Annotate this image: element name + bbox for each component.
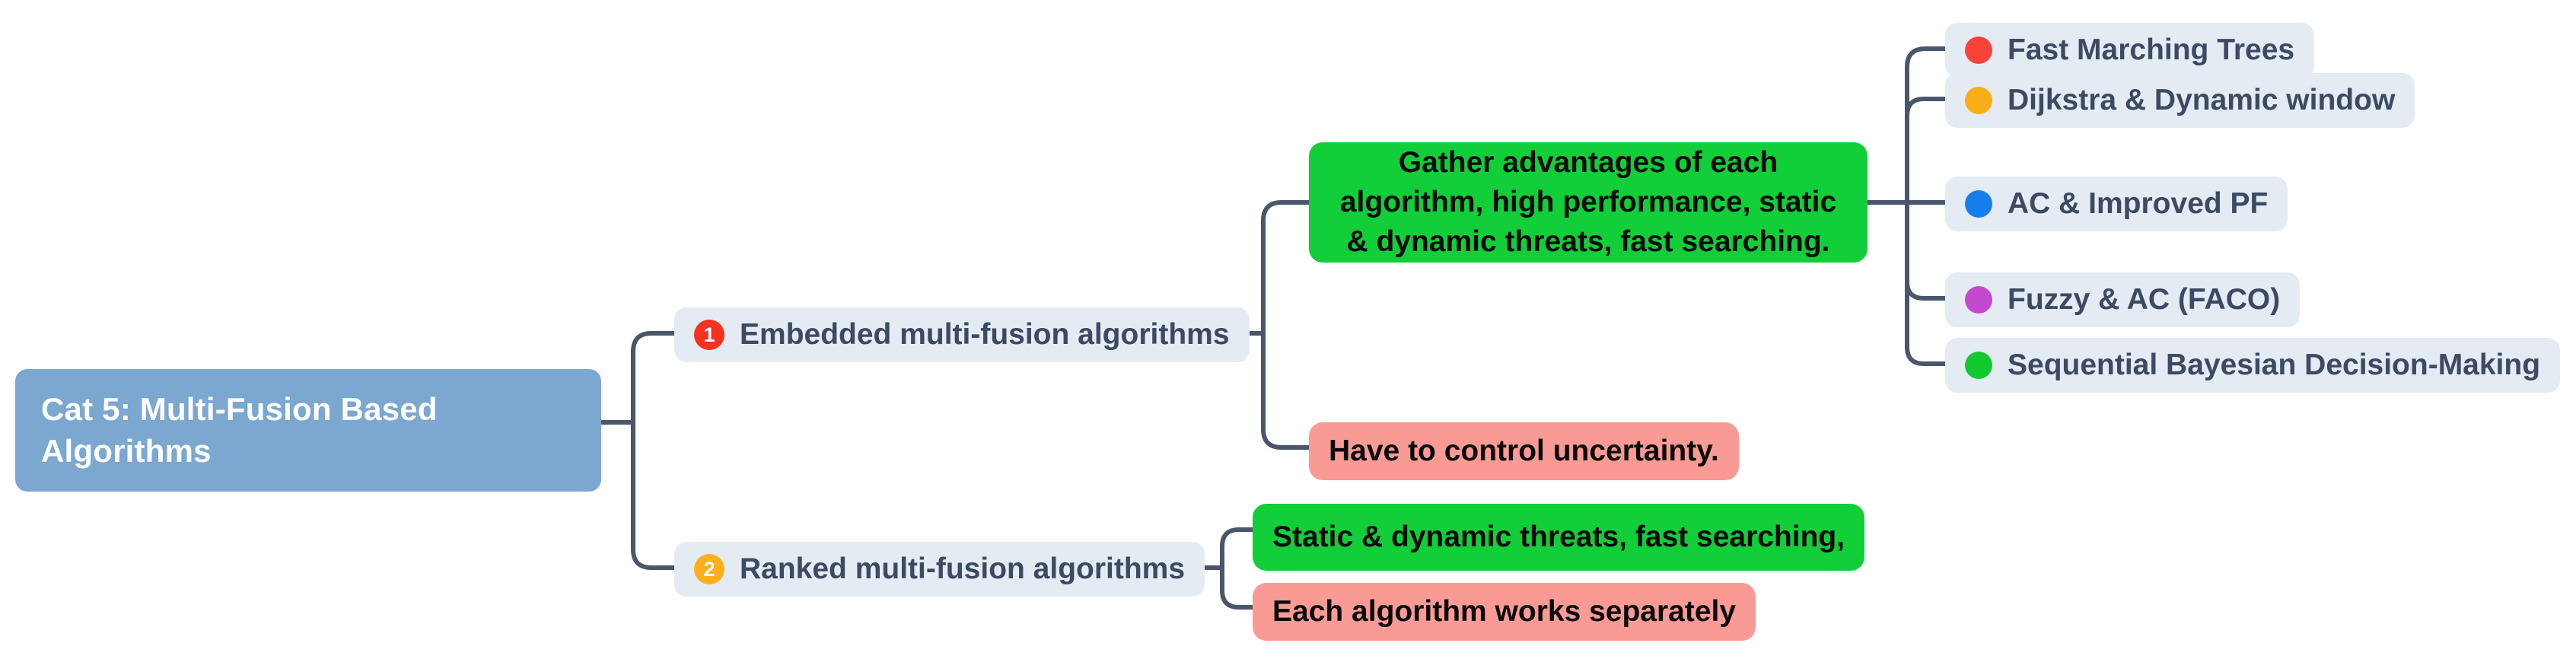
algorithm-label-ac-improved-pf: AC & Improved PF <box>2008 187 2269 220</box>
wire-branch2-to-green <box>1220 527 1259 570</box>
statement-node-branch2-advantage[interactable]: Static & dynamic threats, fast searching… <box>1253 504 1865 571</box>
branch-node-embedded-label: Embedded multi-fusion algorithms <box>740 318 1230 351</box>
bullet-dot-icon-orange <box>1965 87 1992 114</box>
bullet-dot-icon-green <box>1965 352 1992 379</box>
branch-node-embedded[interactable]: 1 Embedded multi-fusion algorithms <box>674 307 1250 362</box>
wire-to-algo-4 <box>1905 200 1952 301</box>
wire-to-algo-1 <box>1905 46 1952 205</box>
wire-to-algo-2 <box>1905 97 1952 205</box>
bullet-dot-icon-purple <box>1965 286 1992 314</box>
wire-to-algo-5 <box>1905 200 1952 366</box>
bullet-dot-icon-blue <box>1965 190 1992 218</box>
branch-node-ranked[interactable]: 2 Ranked multi-fusion algorithms <box>674 542 1205 597</box>
algorithm-label-fuzzy-ac-faco: Fuzzy & AC (FACO) <box>2008 283 2281 316</box>
algorithm-label-dijkstra-dynamic-window: Dijkstra & Dynamic window <box>2008 84 2396 116</box>
statement-branch2-limitation-label: Each algorithm works separately <box>1272 595 1737 628</box>
algorithm-node-sequential-bayesian[interactable]: Sequential Bayesian Decision-Making <box>1945 338 2561 393</box>
bullet-dot-icon-red <box>1965 37 1992 64</box>
algorithm-label-sequential-bayesian: Sequential Bayesian Decision-Making <box>2008 349 2541 381</box>
wire-branch2-to-pink <box>1220 565 1259 610</box>
algorithm-node-fast-marching-trees[interactable]: Fast Marching Trees <box>1945 23 2315 78</box>
statement-branch1-advantage-label: Gather advantages of each algorithm, hig… <box>1339 146 1837 258</box>
algorithm-node-ac-improved-pf[interactable]: AC & Improved PF <box>1945 177 2288 231</box>
badge-number-1: 1 <box>694 320 724 350</box>
root-node-label: Cat 5: Multi-Fusion Based Algorithms <box>41 391 438 469</box>
algorithm-node-fuzzy-ac-faco[interactable]: Fuzzy & AC (FACO) <box>1945 272 2301 327</box>
wire-root-to-branch2 <box>631 420 687 570</box>
badge-number-2: 2 <box>694 554 724 584</box>
root-node[interactable]: Cat 5: Multi-Fusion Based Algorithms <box>15 369 601 492</box>
statement-node-branch1-advantage[interactable]: Gather advantages of each algorithm, hig… <box>1309 142 1868 263</box>
algorithm-node-dijkstra-dynamic-window[interactable]: Dijkstra & Dynamic window <box>1945 73 2415 128</box>
wire-root-to-branch1 <box>631 331 687 425</box>
algorithm-label-fast-marching-trees: Fast Marching Trees <box>2008 33 2295 66</box>
statement-branch1-limitation-label: Have to control uncertainty. <box>1329 435 1719 467</box>
branch-node-ranked-label: Ranked multi-fusion algorithms <box>740 552 1186 585</box>
statement-branch2-advantage-label: Static & dynamic threats, fast searching… <box>1272 521 1845 553</box>
statement-node-branch2-limitation[interactable]: Each algorithm works separately <box>1253 583 1756 641</box>
wire-branch1-to-green <box>1261 200 1316 336</box>
statement-node-branch1-limitation[interactable]: Have to control uncertainty. <box>1309 422 1739 480</box>
wire-branch1-to-pink <box>1261 331 1316 450</box>
